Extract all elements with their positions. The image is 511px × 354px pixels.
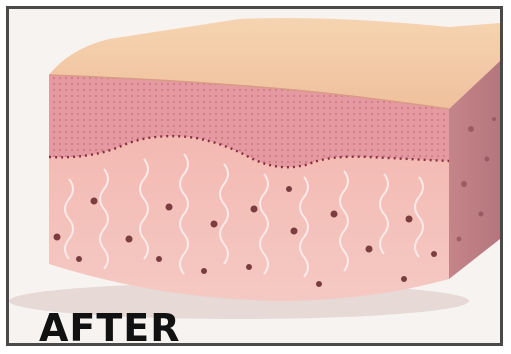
after-caption: AFTER [39,309,181,346]
skin-cross-section-illustration [9,9,500,343]
image-frame: AFTER [6,6,503,346]
